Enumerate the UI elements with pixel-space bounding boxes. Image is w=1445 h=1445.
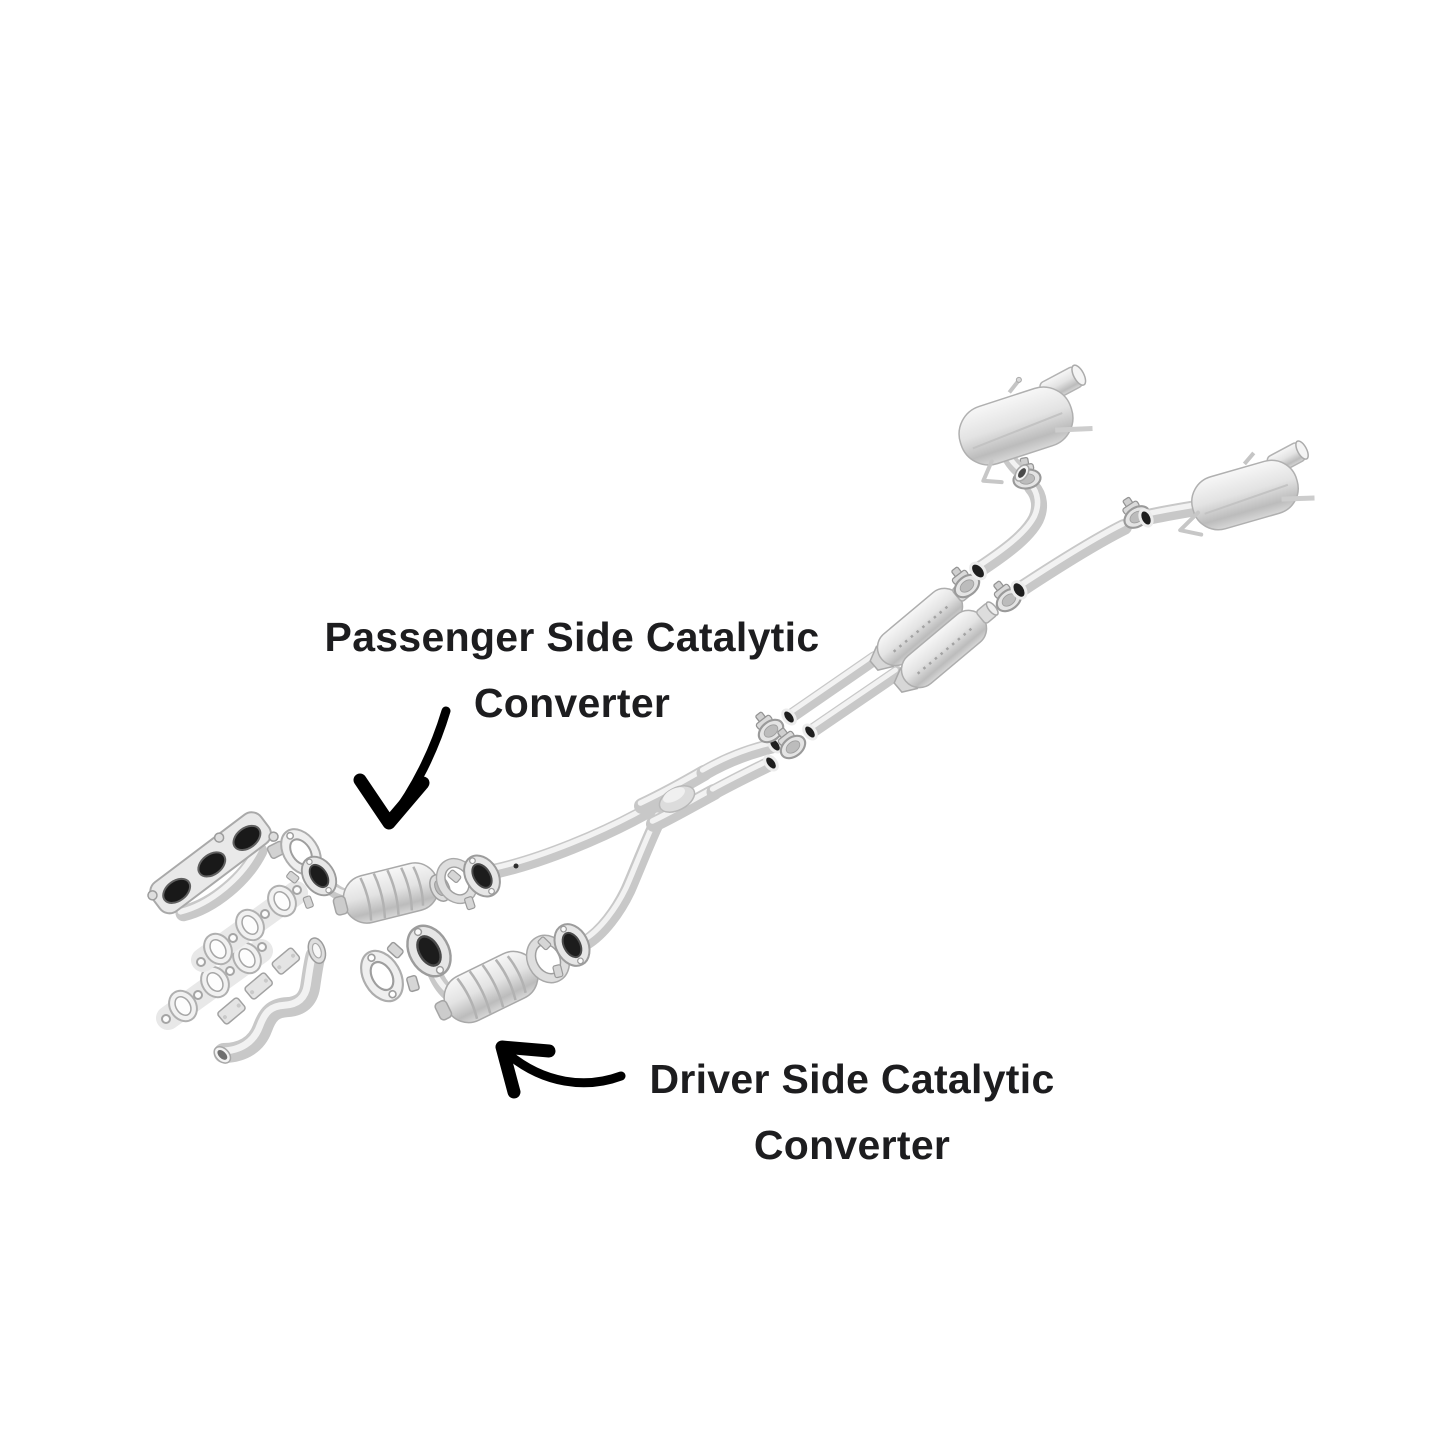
pipe-highlight [975, 481, 1041, 569]
mid-pipe-right [706, 754, 779, 800]
pipe-highlight [787, 652, 876, 716]
driver-front-pipe [534, 810, 667, 981]
tail-pipe-left [969, 479, 1048, 581]
pipe-highlight [1016, 521, 1126, 589]
passenger-arrow [353, 706, 451, 830]
hanger-wire [1178, 510, 1204, 537]
pipe-highlight [491, 800, 658, 871]
hanger-pin [1007, 379, 1020, 394]
cat-body [327, 856, 445, 932]
label-line: Converter [753, 1122, 951, 1168]
tail-pipe-right [1010, 519, 1132, 600]
label-line: Converter [473, 680, 671, 726]
driver-catalytic-converter [382, 916, 548, 1037]
driver-catalytic-converter-label: Driver Side Catalytic Converter [532, 1046, 1172, 1178]
manifold-collector-pipe-highlight [177, 846, 260, 915]
driver-exhaust-manifold [213, 937, 327, 1064]
passenger-catalytic-converter [282, 849, 451, 932]
label-line: Driver Side Catalytic [649, 1056, 1055, 1102]
hanger-pin [1242, 451, 1256, 466]
driver-arrow [495, 1040, 626, 1099]
passenger-catalytic-converter-label: Passenger Side Catalytic Converter [252, 604, 892, 736]
manifold-runner-pipe-highlight [217, 950, 317, 1055]
muffler-right [1178, 440, 1315, 537]
passenger-exhaust-manifold [147, 811, 287, 922]
manifold-gasket-upper [191, 879, 308, 972]
hanger-wire [981, 459, 1004, 485]
hanger-rod [1055, 425, 1093, 433]
resonator-inlet-pipe-right [802, 666, 904, 741]
resonator-inlet-pipe-left [781, 651, 882, 726]
label-line: Passenger Side Catalytic [324, 614, 820, 660]
hanger-rod [1281, 495, 1315, 502]
pipe-highlight [808, 667, 898, 731]
o2-sensor-hole [513, 863, 519, 869]
pipe-highlight [699, 740, 774, 773]
muffler-left [958, 364, 1093, 485]
manifold-gasket-lower [156, 936, 273, 1030]
pipe-highlight [580, 812, 661, 943]
passenger-front-pipe [443, 798, 664, 913]
